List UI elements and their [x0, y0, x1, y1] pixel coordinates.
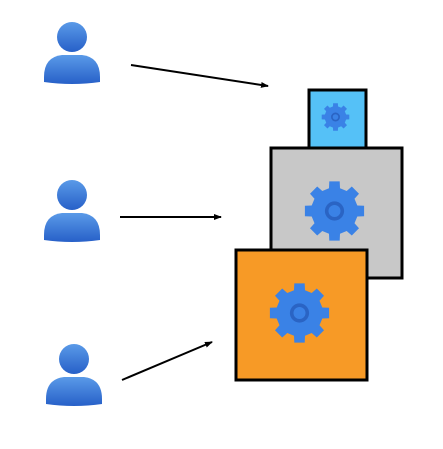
- gear-center: [328, 205, 341, 217]
- gear-icon: [321, 103, 350, 131]
- gear-icon: [304, 181, 365, 241]
- medium-box: [269, 146, 404, 280]
- user-icon: [44, 22, 100, 84]
- large-box: [234, 248, 369, 382]
- user-icon: [46, 344, 102, 406]
- user-body: [44, 55, 100, 84]
- user-icon: [44, 180, 100, 242]
- user-body: [46, 377, 102, 406]
- gear-center: [293, 307, 306, 319]
- user-head: [57, 22, 87, 52]
- arrow-to-large-box: [121, 341, 213, 381]
- user-body: [44, 213, 100, 242]
- gear-center: [332, 114, 339, 120]
- small-box: [307, 88, 368, 150]
- arrow-to-small-box: [130, 64, 269, 88]
- user-head: [59, 344, 89, 374]
- gear-icon: [269, 283, 330, 343]
- user-head: [57, 180, 87, 210]
